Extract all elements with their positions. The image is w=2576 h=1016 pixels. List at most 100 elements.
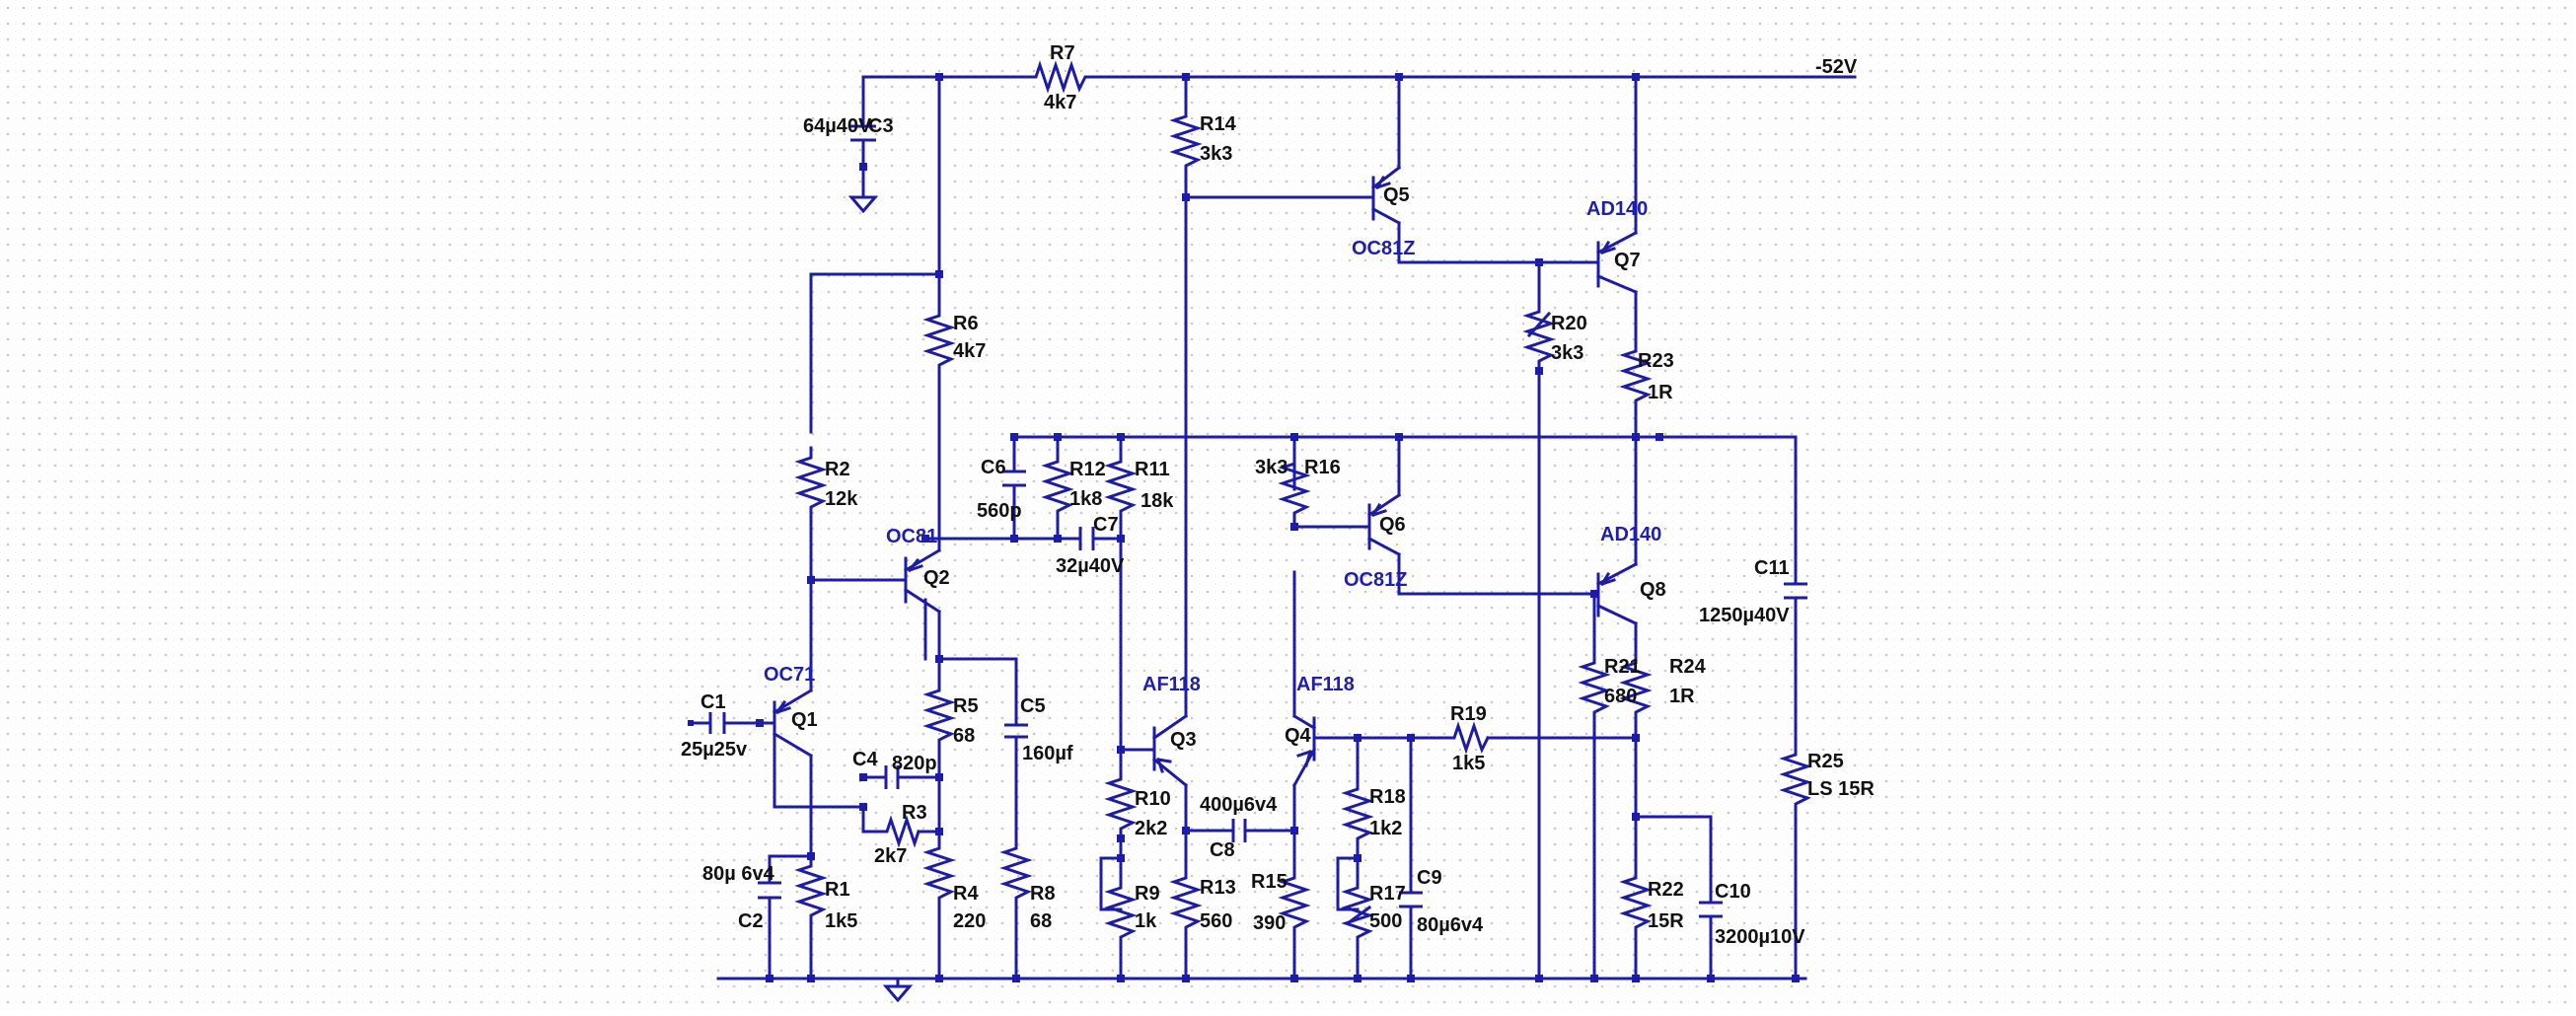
c8-name: C8 [1210,839,1235,861]
resistor-r2-symbol [794,446,828,519]
c11-value: 1250µ40V [1699,605,1790,626]
q6-type: OC81Z [1344,569,1407,591]
q3-type: AF118 [1142,674,1201,695]
r9-value: 1k [1135,910,1157,932]
q8-type: AD140 [1600,524,1661,545]
q5-name: Q5 [1383,184,1410,206]
resistor-r19-symbol [1446,721,1491,755]
c4-value: 820p [892,753,937,774]
r3-name: R3 [902,802,927,824]
c5-value: 160µf [1022,743,1073,764]
transistor-q1-symbol [772,688,814,759]
resistor-r4-symbol [922,836,956,925]
capacitor-c7-symbol [1078,527,1107,550]
supply-label: -52V [1815,56,1858,78]
r25-value: LS 15R [1807,778,1875,800]
c3-name: C3 [868,115,894,137]
r24-value: 1R [1669,686,1695,707]
r21-name: R21 [1604,656,1641,678]
resistor-r18-symbol [1341,777,1374,850]
ground-symbol-main [882,977,914,1003]
capacitor-c4-symbol [884,765,900,789]
capacitor-c1-symbol [708,712,726,734]
r22-name: R22 [1648,879,1684,901]
r11-name: R11 [1135,459,1170,480]
r21-value: 680 [1604,686,1637,707]
r11-value: 18k [1141,490,1174,512]
grounds [847,195,914,1003]
resistor-r8-symbol [999,836,1033,980]
resistor-r12-symbol [1041,450,1074,523]
r16-value: 3k3 [1255,457,1288,478]
resistor-r25-symbol [1779,743,1812,816]
c6-name: C6 [981,457,1006,478]
resistor-r3-symbol [879,815,920,848]
c9-value: 80µ6v4 [1417,914,1484,936]
labels: -52V R1 1k5 R2 12k R3 2k7 R4 220 R5 68 R… [681,42,1875,948]
q7-type: AD140 [1586,198,1648,220]
q2-name: Q2 [923,567,950,589]
r10-value: 2k2 [1135,818,1167,839]
capacitor-c5-symbol [1004,723,1028,840]
r23-name: R23 [1638,350,1674,372]
transistor-q2-symbol [884,499,942,661]
resistor-r1-symbol [794,854,828,927]
resistor-r9-symbol [1104,876,1138,949]
capacitor-c8-symbol [1231,819,1247,842]
c5-name: C5 [1020,695,1046,717]
c7-name: C7 [1093,514,1119,536]
c11-name: C11 [1754,557,1790,579]
r13-value: 560 [1200,910,1232,932]
capacitor-c6-symbol [1002,470,1026,505]
r14-value: 3k3 [1200,143,1232,165]
junction-dots [756,73,1800,982]
r19-value: 1k5 [1452,753,1485,774]
r2-name: R2 [825,459,850,480]
capacitor-c9-symbol [1399,891,1423,908]
c9-name: C9 [1417,867,1442,889]
capacitor-c2-symbol [758,881,781,900]
resistor-r20-symbol [1522,300,1556,373]
r4-name: R4 [953,883,979,905]
r7-value: 4k7 [1044,92,1076,113]
c3-value: 64µ40V [803,115,872,137]
q6-name: Q6 [1379,514,1406,536]
r5-value: 68 [953,725,975,747]
resistor-r21-symbol [1578,651,1611,724]
resistor-r10-symbol [1104,767,1138,840]
c10-name: C10 [1715,881,1751,903]
resistor-r13-symbol [1169,866,1203,939]
r8-value: 68 [1030,910,1052,932]
r6-name: R6 [953,313,979,334]
resistor-r14-symbol [1169,105,1203,178]
capacitor-c10-symbol [1699,901,1723,918]
q1-name: Q1 [791,709,818,731]
r3-value: 2k7 [874,845,907,867]
c7-value: 32µ40V [1056,555,1125,577]
resistor-r24-symbol [1619,651,1653,724]
c6-value: 560p [977,500,1022,522]
transistor-q6-symbol [1366,492,1402,557]
c4-name: C4 [852,749,878,770]
r6-value: 4k7 [953,340,986,362]
r18-value: 1k2 [1369,818,1402,839]
r25-name: R25 [1807,751,1844,772]
r2-value: 12k [825,488,858,510]
c1-value: 25µ25v [681,739,748,761]
r10-name: R10 [1135,788,1171,810]
r5-name: R5 [953,695,979,717]
transistor-q7-symbol [1595,230,1639,294]
r4-value: 220 [953,910,986,932]
q3-name: Q3 [1170,729,1197,751]
transistor-q3-symbol [1119,713,1189,788]
resistor-r22-symbol [1619,866,1653,939]
c2-name: C2 [738,910,764,932]
resistor-r23-symbol [1619,339,1653,412]
r9-name: R9 [1135,883,1160,905]
r14-name: R14 [1200,113,1237,135]
q4-name: Q4 [1285,725,1312,747]
c10-value: 3200µ10V [1715,926,1805,948]
r15-name: R15 [1251,871,1288,893]
r20-value: 3k3 [1551,342,1583,364]
